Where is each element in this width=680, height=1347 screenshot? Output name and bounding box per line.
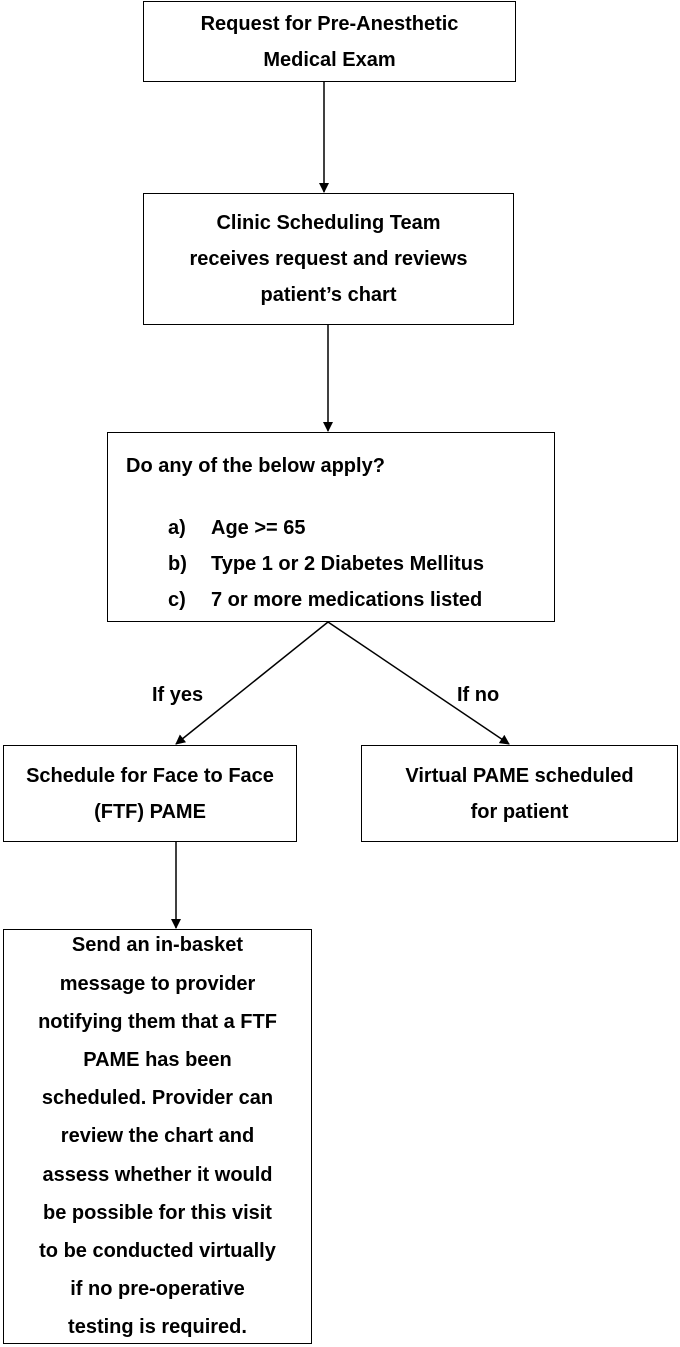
criteria-text: Type 1 or 2 Diabetes Mellitus [211, 553, 485, 575]
criteria-text: Age >= 65 [211, 517, 306, 539]
scheduling-line-3: patient’s chart [260, 284, 397, 306]
message-line-6: review the chart and [60, 1125, 255, 1148]
criteria-marker: a) [168, 517, 186, 539]
ftf-line-1: Schedule for Face to Face [26, 764, 274, 787]
message-line-9: to be conducted virtually [39, 1240, 276, 1263]
arrow-criteria-to-virtual [327, 621, 510, 745]
message-line-1: Send an in-basket [71, 934, 244, 957]
message-line-3: notifying them that a FTF [38, 1010, 277, 1033]
criteria-text: 7 or more medications listed [211, 589, 483, 611]
message-line-7: assess whether it would [42, 1163, 273, 1186]
if-no-label: If no [457, 684, 500, 706]
virtual-pame-box: Virtual PAME scheduled for patient [361, 745, 678, 842]
virtual-line-1: Virtual PAME scheduled [405, 764, 634, 787]
message-line-8: be possible for this visit [43, 1201, 272, 1224]
scheduling-line-1: Clinic Scheduling Team [216, 212, 441, 234]
request-box: Request for Pre-Anesthetic Medical Exam [143, 1, 516, 82]
criteria-decision-box: Do any of the below apply? a) Age >= 65 b… [107, 432, 555, 622]
provider-message-box: Send an in-basket message to provider no… [3, 929, 312, 1344]
message-line-10: if no pre-operative [70, 1278, 245, 1301]
criteria-item-age: a) Age >= 65 [168, 510, 306, 546]
message-line-2: message to provider [59, 972, 256, 995]
if-yes-label: If yes [152, 684, 204, 706]
ftf-line-2: (FTF) PAME [94, 800, 206, 823]
request-line-2: Medical Exam [263, 48, 396, 71]
criteria-item-diabetes: b) Type 1 or 2 Diabetes Mellitus [168, 546, 484, 582]
message-line-5: scheduled. Provider can [41, 1087, 274, 1110]
criteria-item-medications: c) 7 or more medications listed [168, 582, 482, 618]
criteria-marker: c) [168, 589, 186, 611]
message-line-11: testing is required. [68, 1316, 247, 1339]
message-line-4: PAME has been [83, 1049, 232, 1071]
scheduling-line-2: receives request and reviews [189, 248, 468, 270]
criteria-marker: b) [168, 553, 187, 575]
ftf-schedule-box: Schedule for Face to Face (FTF) PAME [3, 745, 297, 842]
arrow-criteria-to-ftf [175, 621, 329, 745]
criteria-title: Do any of the below apply? [126, 455, 385, 477]
scheduling-team-box: Clinic Scheduling Team receives request … [143, 193, 514, 325]
virtual-line-2: for patient [470, 800, 569, 823]
request-line-1: Request for Pre-Anesthetic [200, 12, 459, 35]
